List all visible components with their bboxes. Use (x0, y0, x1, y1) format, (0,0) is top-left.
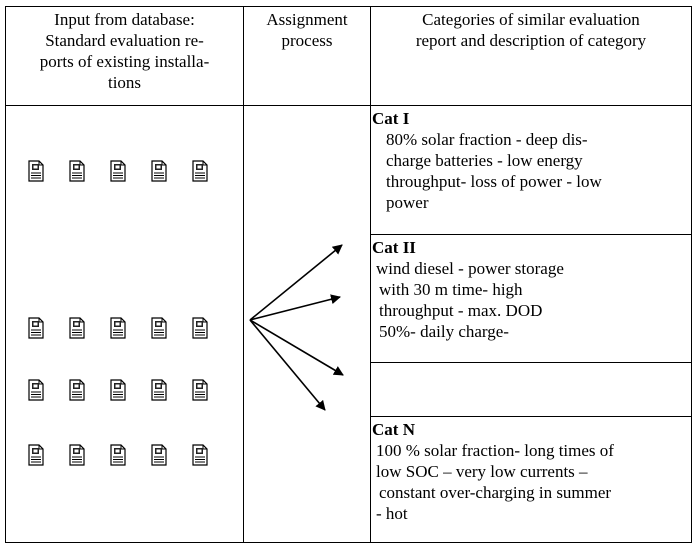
header-categories-column: Categories of similar evaluation report … (371, 9, 691, 51)
document-icon (28, 317, 44, 339)
document-icon (151, 317, 167, 339)
category-description-line: constant over-charging in summer (379, 483, 612, 502)
category-description-line: low SOC – very low currents – (376, 462, 588, 481)
document-icon (28, 160, 44, 182)
document-icon (69, 379, 85, 401)
category-cat-n: Cat N 100 % solar fraction- long times o… (372, 419, 690, 524)
document-icon (110, 160, 126, 182)
header-bottom-border (5, 105, 692, 106)
document-icon (69, 444, 85, 466)
category-description-line: throughput- loss of power - low (386, 172, 602, 191)
document-icon (28, 379, 44, 401)
category-cat-i: Cat I 80% solar fraction - deep dis- cha… (372, 108, 690, 213)
column-divider-2 (370, 6, 371, 543)
category-title: Cat I (372, 109, 410, 128)
document-icon (69, 160, 85, 182)
document-icon (110, 317, 126, 339)
header-categories-line: Categories of similar evaluation (422, 10, 640, 29)
header-input-line: tions (107, 73, 142, 92)
category-description-line: charge batteries - low energy (386, 151, 583, 170)
category-divider-3 (370, 416, 692, 417)
category-title: Cat N (372, 420, 415, 439)
document-icon (151, 444, 167, 466)
header-categories-line: report and description of category (415, 31, 647, 50)
header-assignment-column: Assignment process (244, 9, 370, 51)
document-icon (192, 444, 208, 466)
document-icon (110, 444, 126, 466)
document-icon (192, 379, 208, 401)
document-icon (192, 160, 208, 182)
table-top-border (5, 6, 692, 7)
category-divider-2 (370, 362, 692, 363)
document-icon (110, 379, 126, 401)
document-icon (192, 317, 208, 339)
document-icon (28, 444, 44, 466)
category-title: Cat II (372, 238, 416, 257)
category-divider-1 (370, 234, 692, 235)
header-input-line: Standard evaluation re- (45, 31, 204, 50)
category-description-line: with 30 m time- high (379, 280, 523, 299)
category-description-line: power (386, 193, 429, 212)
header-input-line: Input from database: (54, 10, 195, 29)
assignment-arrow (249, 319, 344, 376)
category-description-line: - hot (376, 504, 408, 523)
document-icon (151, 379, 167, 401)
assignment-arrow (249, 319, 326, 411)
category-description-line: 100 % solar fraction- long times of (376, 441, 614, 460)
column-divider-1 (243, 6, 244, 543)
table-left-border (5, 6, 6, 543)
header-input-line: ports of existing installa- (39, 52, 210, 71)
document-icon (151, 160, 167, 182)
category-description-line: wind diesel - power storage (376, 259, 564, 278)
category-description-line: 80% solar fraction - deep dis- (386, 130, 588, 149)
category-cat-ii: Cat II wind diesel - power storage with … (372, 237, 690, 342)
header-assignment-line: process (281, 31, 333, 50)
assignment-arrow (249, 244, 343, 321)
header-assignment-line: Assignment (266, 10, 348, 29)
table-right-border (691, 6, 692, 543)
category-description-line: throughput - max. DOD (379, 301, 543, 320)
document-icon (69, 317, 85, 339)
header-input-column: Input from database: Standard evaluation… (6, 9, 243, 93)
category-description-line: 50%- daily charge- (379, 322, 509, 341)
assignment-arrow (249, 294, 341, 321)
